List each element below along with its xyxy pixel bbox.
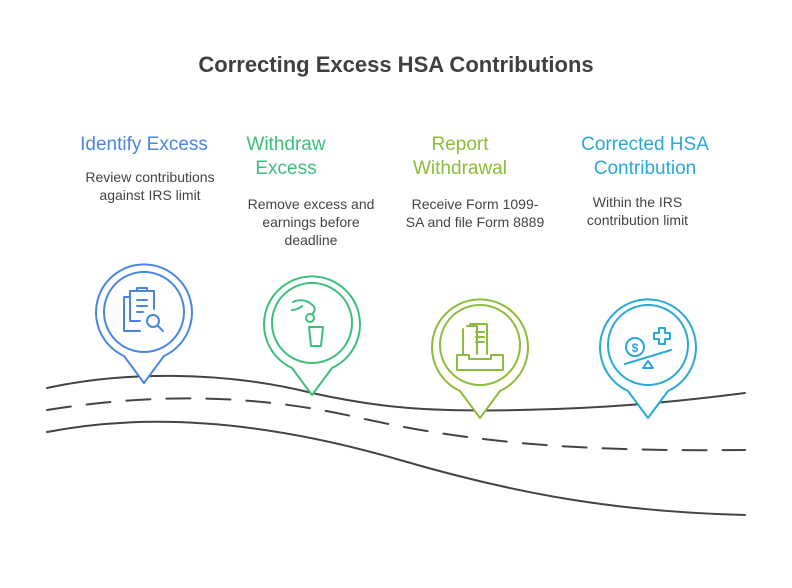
step-3-desc: Receive Form 1099-SA and file Form 8889 <box>405 196 545 230</box>
road-bottom-edge <box>46 420 746 516</box>
hand-coin-bucket-icon <box>291 299 324 347</box>
step-4-desc: Within the IRS contribution limit <box>586 194 689 228</box>
clipboard-search-icon <box>123 287 164 332</box>
step-1-title: Identify Excess <box>80 134 208 155</box>
pin-withdraw-excess <box>263 275 361 396</box>
step-3-title: Report Withdrawal <box>413 134 507 179</box>
pin-identify-excess <box>95 263 193 384</box>
document-tray-icon <box>456 323 504 371</box>
pin-corrected-hsa: $ <box>599 298 697 419</box>
step-4-title: Corrected HSA Contribution <box>581 134 709 179</box>
pin-report-withdrawal <box>431 298 529 419</box>
step-2-desc: Remove excess and earnings before deadli… <box>247 196 375 248</box>
diagram-title: Correcting Excess HSA Contributions <box>198 52 594 77</box>
step-1-desc: Review contributions against IRS limit <box>85 169 215 203</box>
step-2-title: Withdraw Excess <box>246 134 326 179</box>
svg-text:$: $ <box>632 341 639 355</box>
balance-dollar-health-icon: $ <box>624 327 672 369</box>
